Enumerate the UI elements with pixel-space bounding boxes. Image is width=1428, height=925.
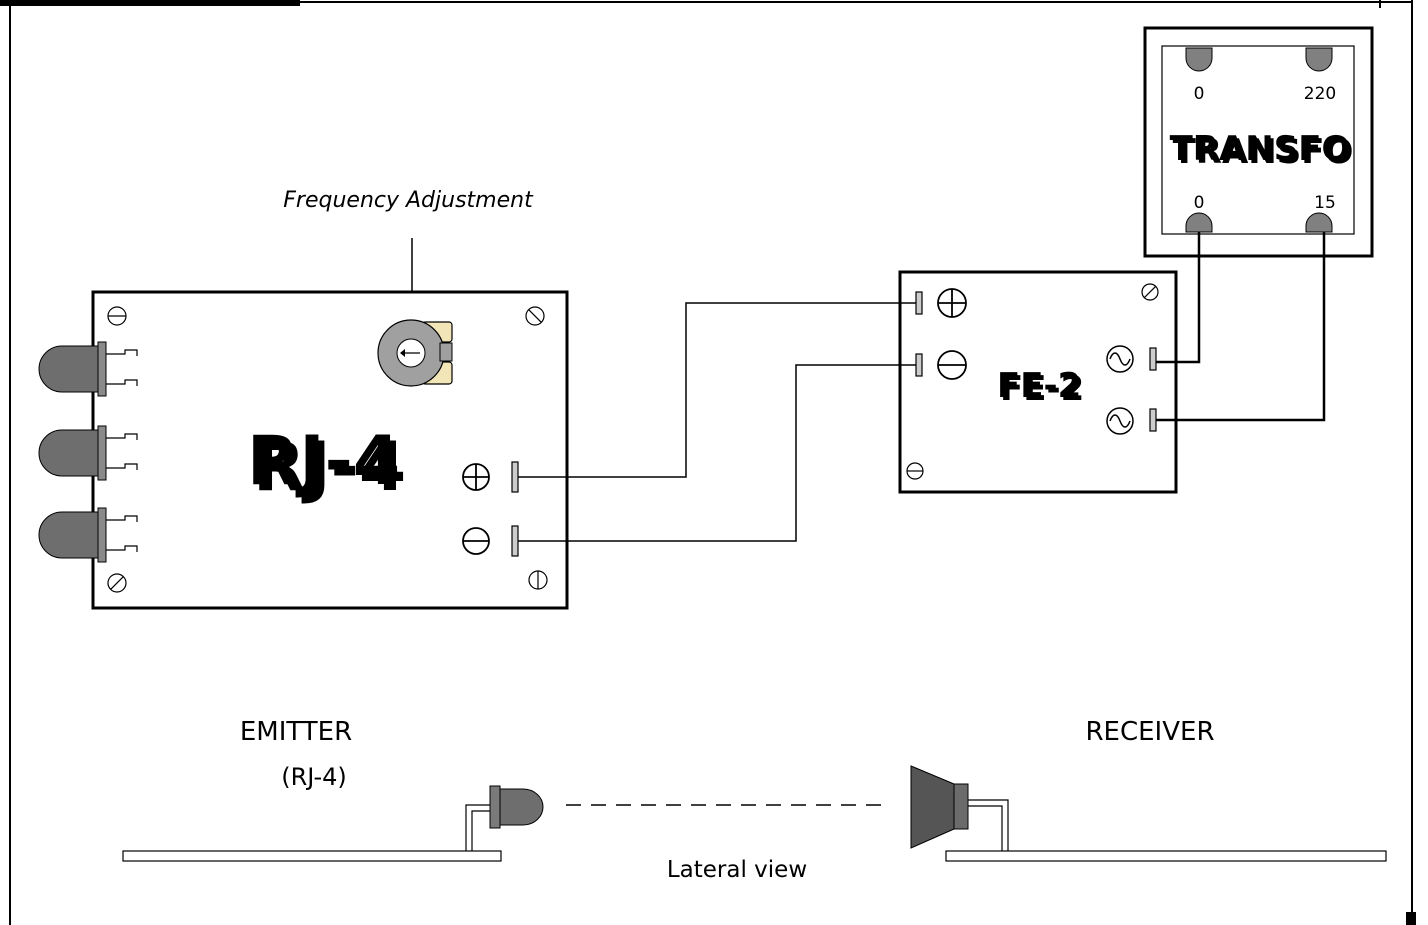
- screw-icon: [525, 306, 545, 326]
- screw-icon: [528, 570, 548, 590]
- transformer-terminal-icon: [1185, 47, 1213, 72]
- fe2-board: FE-2 FE-2: [898, 270, 1178, 494]
- transformer: 0 220 0 15 TRANSFO TRANSFO: [1143, 26, 1374, 258]
- screw-icon: [107, 573, 127, 593]
- minus-terminal-icon: [462, 525, 519, 557]
- screw-icon: [1141, 283, 1159, 301]
- minus-terminal-icon: [915, 350, 967, 380]
- emitter-sub-label: (RJ-4): [281, 763, 347, 791]
- receiver-label: RECEIVER: [1085, 717, 1214, 747]
- wire-plus: [518, 302, 916, 478]
- transformer-terminal-icon: [1305, 47, 1333, 72]
- transfo-terminal-label: 0: [1194, 193, 1205, 213]
- ac-terminal-icon: [1106, 407, 1157, 435]
- receiver-lateral-icon: [910, 765, 969, 849]
- transformer-terminal-icon: [1185, 212, 1213, 233]
- rj4-title-shadow: RJ-4: [253, 428, 406, 507]
- ac-terminal-icon: [1106, 345, 1157, 373]
- emitter-lateral-view: [122, 785, 544, 862]
- plus-terminal-icon: [915, 288, 967, 318]
- wire-ac-2: [1156, 232, 1326, 422]
- transfo-title: TRANSFO: [1170, 129, 1351, 169]
- wiring: [518, 232, 1326, 542]
- plus-terminal-icon: [462, 461, 519, 493]
- transfo-title-shadow: TRANSFO: [1173, 132, 1354, 172]
- frequency-adjustment-label: Frequency Adjustment: [283, 188, 534, 213]
- emitter-label: EMITTER: [240, 717, 352, 747]
- led-icon: [38, 425, 138, 481]
- transfo-terminal-label: 220: [1304, 84, 1336, 104]
- transfo-terminal-label: 0: [1194, 84, 1205, 104]
- trimmer-potentiometer-icon: [377, 319, 453, 387]
- led-icon: [38, 507, 138, 563]
- lateral-view-label: Lateral view: [667, 857, 807, 883]
- rj4-board: RJ-4 RJ-4: [91, 290, 569, 610]
- wire-ac-1: [1156, 232, 1201, 364]
- receiver-lateral-view: [910, 765, 1387, 862]
- screw-icon: [906, 462, 924, 480]
- transfo-terminal-label: 15: [1314, 193, 1336, 213]
- fe2-title-shadow: FE-2: [1000, 369, 1084, 409]
- led-icon: [38, 341, 138, 397]
- screw-icon: [107, 306, 127, 326]
- rj4-title: RJ-4: [247, 422, 400, 501]
- fe2-title: FE-2: [997, 366, 1081, 406]
- wire-minus: [518, 364, 916, 542]
- led-lateral-icon: [489, 785, 544, 829]
- transformer-terminal-icon: [1305, 212, 1333, 233]
